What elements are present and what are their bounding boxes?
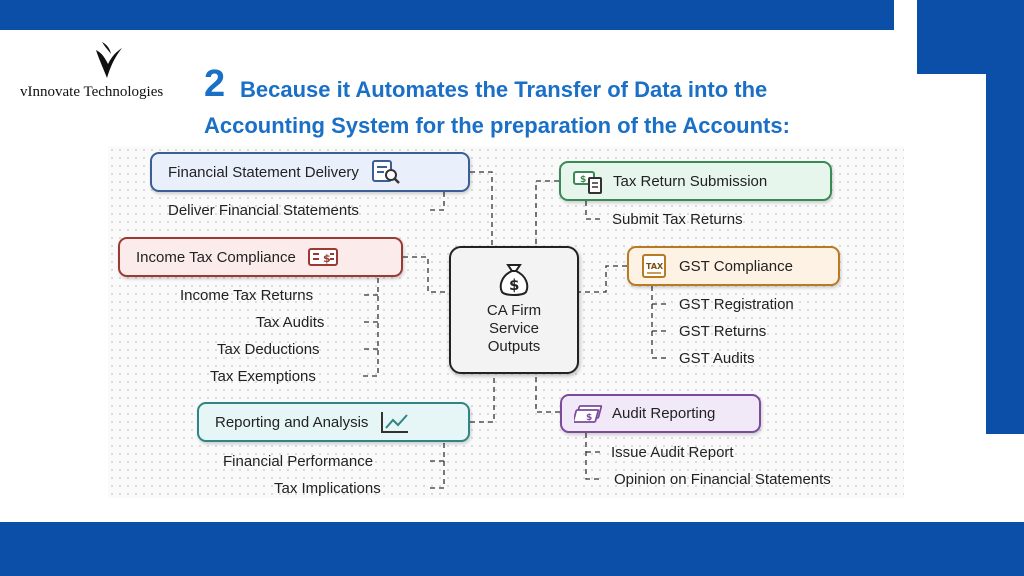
list-item: GST Returns (679, 323, 767, 340)
list-item: Financial Performance (223, 453, 374, 470)
node-label: Income Tax Compliance (136, 248, 296, 266)
node-income-tax-compliance: Income Tax Compliance $ (118, 237, 403, 277)
money-bag-icon: $ (451, 262, 577, 302)
slide-number: 2 (204, 63, 226, 105)
logo-icon (96, 42, 122, 78)
list-item: GST Audits (679, 350, 755, 367)
node-label: GST Compliance (679, 257, 793, 275)
list-item: Tax Deductions (217, 341, 320, 358)
node-label: Financial Statement Delivery (168, 163, 359, 181)
list-item: Tax Implications (274, 480, 381, 497)
top-band (0, 0, 894, 30)
node-gst-compliance: TAX GST Compliance (627, 246, 840, 286)
center-line-1: CA Firm (486, 302, 542, 319)
list-item: Income Tax Returns (180, 287, 314, 304)
node-financial-statement-delivery: Financial Statement Delivery (150, 152, 470, 192)
svg-text:$: $ (580, 175, 586, 185)
svg-text:$: $ (509, 276, 519, 294)
svg-text:$: $ (323, 252, 331, 265)
line-chart-icon (380, 410, 410, 434)
svg-text:$: $ (586, 413, 592, 423)
node-label: Audit Reporting (612, 405, 716, 422)
svg-text:TAX: TAX (646, 262, 664, 271)
list-item: Submit Tax Returns (612, 211, 743, 228)
right-band-top (917, 0, 1024, 74)
center-node: $ CA Firm Service Outputs (449, 246, 579, 374)
tax-document-icon: TAX (641, 253, 667, 279)
title-line-2: Accounting System for the preparation of… (204, 113, 790, 138)
bottom-band (0, 522, 1024, 576)
node-reporting-and-analysis: Reporting and Analysis (197, 402, 470, 442)
money-calculator-icon: $ (573, 168, 603, 194)
node-label: Reporting and Analysis (215, 413, 369, 431)
tax-form-icon: $ (307, 247, 338, 267)
list-item: Opinion on Financial Statements (614, 471, 831, 488)
list-item: GST Registration (679, 296, 794, 313)
center-line-2: Service (488, 320, 540, 337)
list-item: Deliver Financial Statements (168, 202, 359, 219)
list-item: Tax Exemptions (210, 368, 316, 385)
center-line-3: Outputs (487, 338, 541, 355)
list-item: Tax Audits (256, 314, 325, 331)
money-stack-icon: $ (574, 404, 604, 424)
logo-area (10, 38, 196, 108)
node-label: Tax Return Submission (613, 172, 768, 190)
right-band (986, 74, 1024, 434)
title-line-1: Because it Automates the Transfer of Dat… (240, 77, 768, 102)
logo-text: vInnovate Technologies (20, 84, 164, 100)
list-item: Issue Audit Report (611, 444, 734, 461)
document-search-icon (371, 159, 401, 185)
node-audit-reporting: $ Audit Reporting (560, 394, 761, 433)
node-tax-return-submission: $ Tax Return Submission (559, 161, 832, 201)
